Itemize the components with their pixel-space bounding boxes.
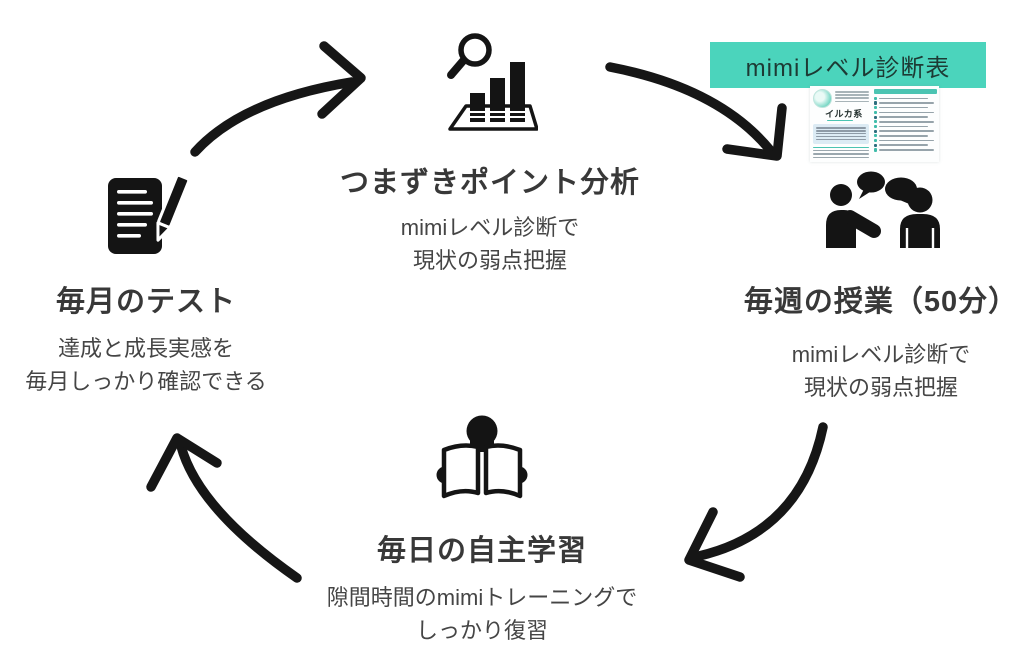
node-subtitle: mimiレベル診断で 現状の弱点把握 [792,338,970,404]
profile-text-lines [835,89,869,104]
level-list-row [874,115,937,120]
node-monthly-test: 毎月のテスト 達成と成長実感を 毎月しっかり確認できる [1,176,291,398]
description-box [813,123,869,144]
subtitle-line: mimiレベル診断で [791,342,971,367]
node-subtitle: 隙間時間のmimiトレーニングで しっかり復習 [327,581,637,647]
open-book-reader-icon [436,415,528,499]
type-tag-bar [827,120,853,121]
level-list-row [874,124,937,129]
level-list-row [874,96,937,101]
level-list-row [874,143,937,148]
arrow-weekly-to-daily [684,422,828,582]
banner-label: mimiレベル診断表 [745,54,951,82]
list-header-bar [874,89,937,94]
level-list-row [874,134,937,139]
subtitle-line: 現状の弱点把握 [803,375,958,400]
subtitle-line: 達成と成長実感を [57,336,234,361]
dolphin-character-avatar [813,89,832,108]
section-header-bar [813,146,869,148]
conversation-icon [826,171,940,248]
subtitle-line: 隙間時間のmimiトレーニングで [326,585,638,610]
node-weekly-lesson: 毎週の授業（50分） mimiレベル診断で 現状の弱点把握 [736,170,1024,404]
sheet-profile-column: イルカ系 [813,89,869,160]
node-subtitle: mimiレベル診断で 現状の弱点把握 [401,211,579,277]
node-subtitle: 達成と成長実感を 毎月しっかり確認できる [25,332,267,398]
subtitle-line: 現状の弱点把握 [412,248,567,273]
level-list-row [874,138,937,143]
node-title: つまずきポイント分析 [339,167,640,199]
sheet-level-list-column [874,89,937,160]
type-name-label: イルカ系 [825,109,863,119]
node-title: 毎月のテスト [55,286,236,318]
subtitle-line: しっかり復習 [415,618,548,643]
level-list-row [874,105,937,110]
node-title: 毎日の自主学習 [376,535,587,567]
level-diagnostic-sheet-thumbnail: イルカ系 [810,86,939,162]
notepad-pencil-icon [108,176,191,254]
chart-magnifier-icon [447,33,538,131]
level-list-row [874,110,937,115]
level-list-row [874,101,937,106]
level-chart-banner: mimiレベル診断表 [710,42,986,88]
subtitle-line: 毎月しっかり確認できる [25,369,267,394]
node-daily-study: 毎日の自主学習 隙間時間のmimiトレーニングで しっかり復習 [327,414,637,647]
subtitle-line: mimiレベル診断で [400,215,580,240]
footer-text-lines [813,148,869,160]
node-stumble-analysis: つまずきポイント分析 mimiレベル診断で 現状の弱点把握 [315,33,665,277]
level-list-row [874,148,937,153]
node-title: 毎週の授業（50分） [743,286,1019,318]
arrow-daily-to-monthly [146,433,302,583]
level-list-row [874,129,937,134]
level-list-row [874,119,937,124]
